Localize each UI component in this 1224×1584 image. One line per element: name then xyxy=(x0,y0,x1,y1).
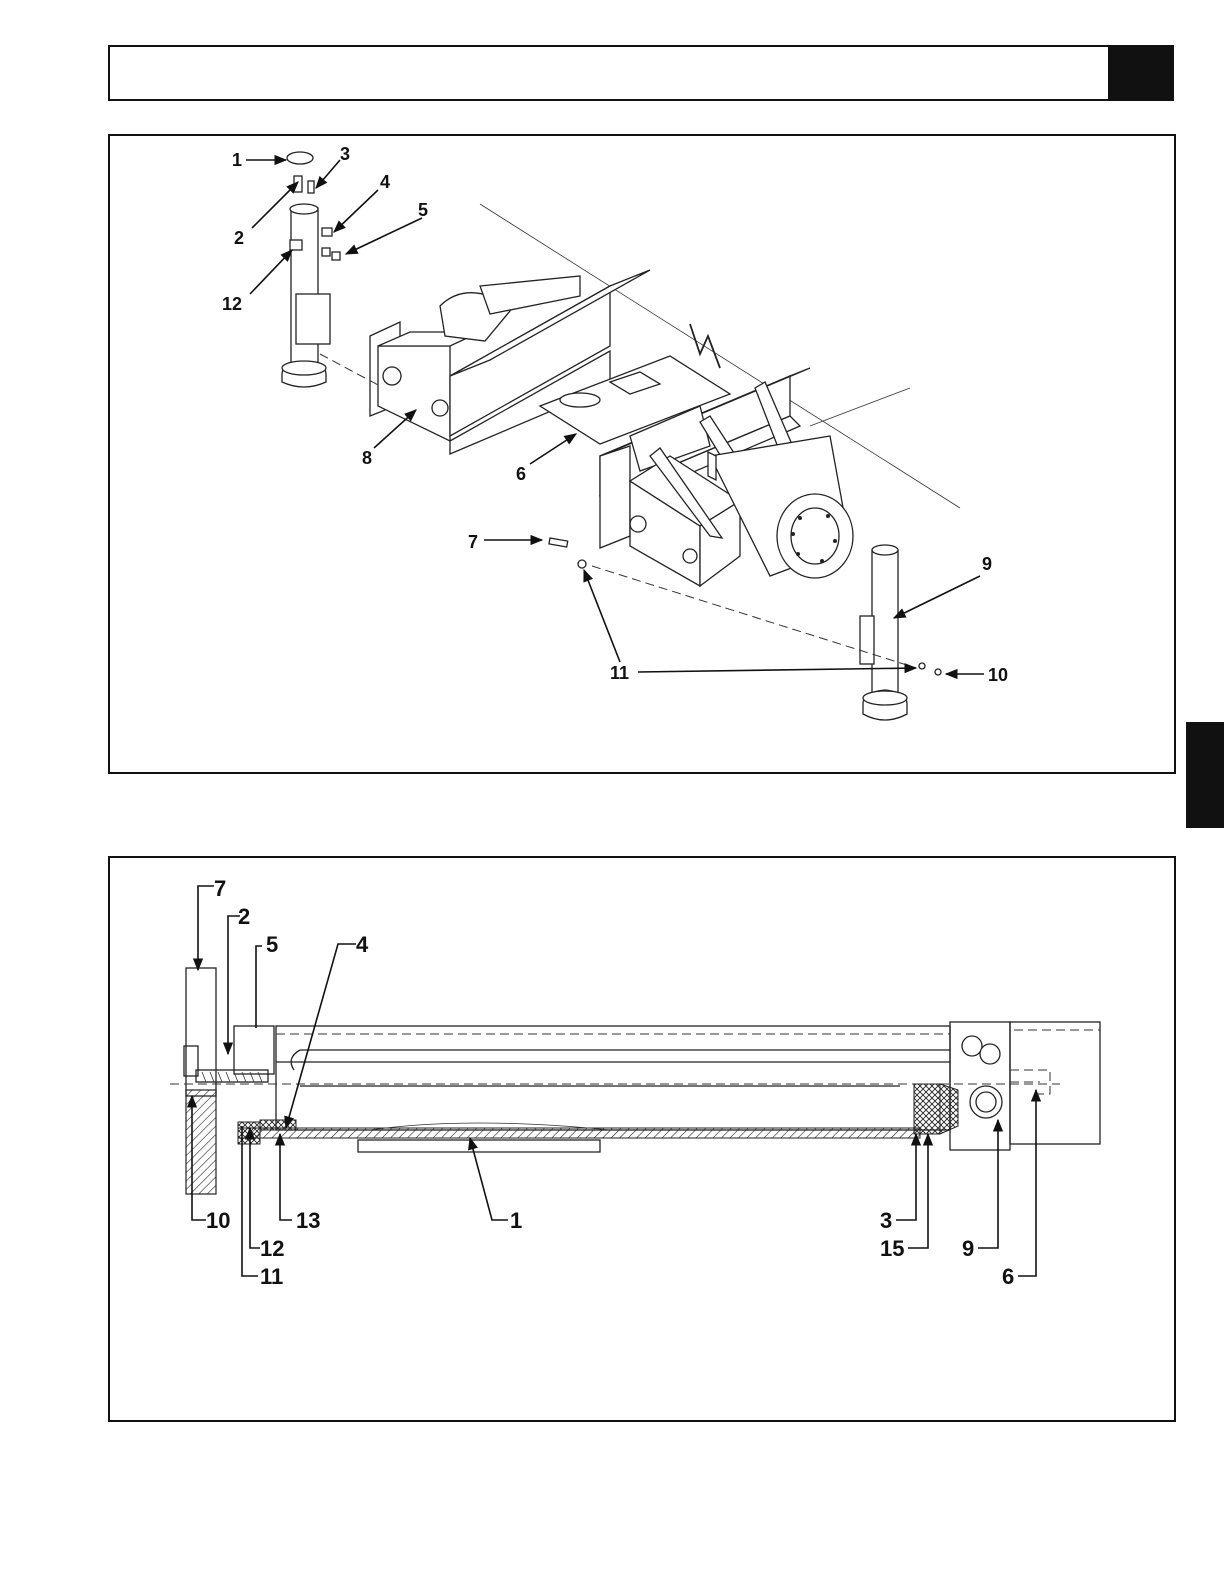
callout-1: 1 xyxy=(510,1208,522,1233)
callout-5: 5 xyxy=(418,200,428,220)
callout-15: 15 xyxy=(880,1236,904,1261)
callout-9: 9 xyxy=(982,554,992,574)
callout-2: 2 xyxy=(234,228,244,248)
callout-5: 5 xyxy=(266,932,278,957)
callout-7: 7 xyxy=(468,532,478,552)
header-bar xyxy=(108,45,1174,101)
header-black-tab xyxy=(1108,47,1172,99)
callout-12: 12 xyxy=(222,294,242,314)
callout-10: 10 xyxy=(206,1208,230,1233)
callout-3: 3 xyxy=(880,1208,892,1233)
callout-4: 4 xyxy=(356,932,369,957)
exploded-view-panel: 1 2 3 4 5 6 7 8 9 10 11 12 xyxy=(108,134,1176,774)
callout-9: 9 xyxy=(962,1236,974,1261)
callout-7: 7 xyxy=(214,876,226,901)
callout-3: 3 xyxy=(340,144,350,164)
exploded-view-diagram: 1 2 3 4 5 6 7 8 9 10 11 12 xyxy=(110,136,1178,776)
callout-11: 11 xyxy=(610,663,629,683)
callout-8: 8 xyxy=(362,448,372,468)
cross-section-diagram: 7 2 5 4 10 13 12 11 1 3 15 9 6 xyxy=(110,858,1178,1424)
callout-12: 12 xyxy=(260,1236,284,1261)
callout-6: 6 xyxy=(1002,1264,1014,1289)
section-thumb-tab xyxy=(1186,722,1224,828)
left-jack-stand xyxy=(282,152,340,387)
callout-10: 10 xyxy=(988,665,1008,685)
callout-4: 4 xyxy=(380,172,390,192)
cross-section-panel: 7 2 5 4 10 13 12 11 1 3 15 9 6 xyxy=(108,856,1176,1422)
callout-13: 13 xyxy=(296,1208,320,1233)
callout-2: 2 xyxy=(238,904,250,929)
bolt-and-nut xyxy=(549,538,586,568)
callout-1: 1 xyxy=(232,150,242,170)
callout-6: 6 xyxy=(516,464,526,484)
callout-11: 11 xyxy=(260,1264,283,1289)
right-jack-stand xyxy=(860,545,941,720)
